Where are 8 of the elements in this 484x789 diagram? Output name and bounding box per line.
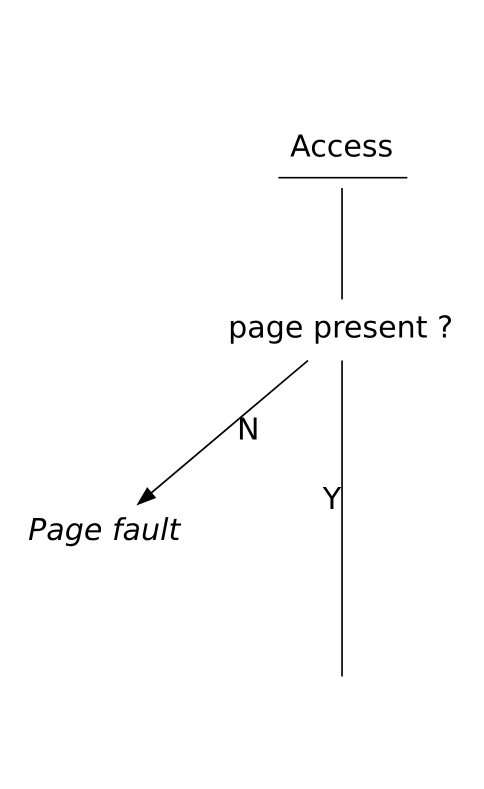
edge-label: N [237,412,260,448]
connector [341,360,343,676]
connector [341,188,343,300]
node-text: page present ? [228,310,454,346]
node-text: Access [290,130,394,165]
arrow [136,360,309,506]
edge-label: Y [322,482,342,518]
node-text: Page fault [28,513,180,548]
